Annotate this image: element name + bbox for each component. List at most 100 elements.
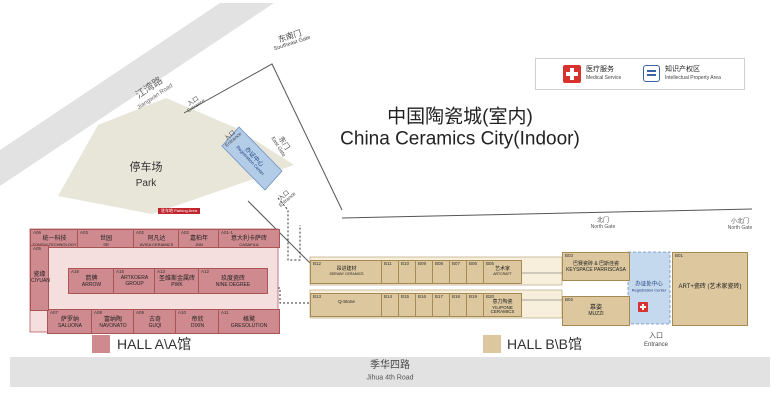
booth-code: B05 <box>486 261 495 266</box>
booth-name-en: NINE DEGREE <box>215 281 251 288</box>
medical-cross-icon <box>563 65 581 83</box>
booth-name-en: KEYSPACE PARRISCASA <box>566 266 626 273</box>
booth-name-zh: 巴赛瓷砖 & 巴斯佳瓷 <box>572 261 620 267</box>
booth-code: B17 <box>435 294 444 299</box>
hall-b-swatch <box>483 335 501 353</box>
small-north-gate-zh: 小北门 <box>730 219 749 225</box>
booth-name-zh: 意力陶瓷 <box>492 299 513 305</box>
booth-name-zh: 萨罗纳 <box>60 317 79 323</box>
booth-name-zh: 昂进建材 <box>336 266 357 272</box>
small-north-gate: 小北门 North Gate <box>728 219 752 231</box>
booth-a05[interactable]: A05 瓷缘 CIYUAN <box>30 245 50 311</box>
booth-code: B09 <box>418 261 427 266</box>
jihua-road-en: Jihua 4th Road <box>366 374 414 382</box>
booth-b15[interactable]: B15 <box>398 293 417 317</box>
booth-b14[interactable]: B14 <box>381 293 400 317</box>
booth-name-en: Q-Stone <box>338 299 355 304</box>
parking-sign: 驻车地 Parking Area <box>157 208 201 214</box>
jiangwan-road <box>0 3 274 186</box>
parking-lot <box>58 98 294 214</box>
booth-code: B08 <box>435 261 444 266</box>
booth-b08[interactable]: B08 <box>432 260 451 284</box>
booth-code: A02 <box>181 230 190 235</box>
registration-b <box>627 251 671 325</box>
booth-code: A05 <box>33 246 42 251</box>
jihua-road-zh: 季华四路 <box>370 360 410 371</box>
booth-code: B20 <box>486 294 495 299</box>
booth-name-en: NAVONATO <box>99 322 127 329</box>
booth-code: A03 <box>80 230 89 235</box>
north-gate: 北门 North Gate <box>591 218 615 230</box>
booth-code: A08 <box>94 310 103 315</box>
booth-b01[interactable]: B01 ART+瓷砖 (艺术家瓷砖) <box>672 252 748 326</box>
booth-code: B18 <box>452 294 461 299</box>
booth-name-en: AVISA CERAMICS <box>139 241 174 247</box>
booth-name-en: ARROW <box>81 281 102 288</box>
booth-name-en: CASAFILA <box>239 241 259 247</box>
booth-name-zh: 箭牌 <box>85 276 98 282</box>
booth-name-en: MUZZI <box>588 310 604 317</box>
entrance-bottom-zh: 入口 <box>649 332 663 340</box>
booth-name-zh: ART+瓷砖 (艺术家瓷砖) <box>678 284 742 290</box>
booth-name-en: YILIPONE CERAMICS <box>490 304 515 315</box>
booth-name-zh: 艺术家 <box>494 266 510 272</box>
booth-code: A01-1 <box>221 230 234 235</box>
entrance-bottom-en: Entrance <box>643 342 669 348</box>
booth-b10[interactable]: B10 <box>398 260 417 284</box>
booth-name-en: GUQI <box>148 322 162 329</box>
booth-name-zh: 古奇 <box>148 317 161 323</box>
hall-a-swatch <box>92 335 110 353</box>
medical-cross-icon <box>638 302 648 312</box>
booth-code: B07 <box>452 261 461 266</box>
booth-name-zh: 格鹫 <box>242 317 255 323</box>
booth-b03[interactable]: B03 巴赛瓷砖 & 巴斯佳瓷 KEYSPACE PARRISCASA <box>562 252 630 281</box>
booth-name-en: PWK <box>171 281 183 288</box>
booth-b17[interactable]: B17 <box>432 293 451 317</box>
registration-b-label: 办证处中心 Registration Center <box>632 282 666 292</box>
booth-name-zh: 瓷缘 <box>33 272 46 278</box>
registration-center <box>221 126 283 191</box>
registration-b-en: Registration Center <box>631 286 667 292</box>
booth-name-en: DIXIN <box>190 322 205 329</box>
hall-b-label: HALL B\B馆 <box>507 336 582 352</box>
map-title-en: China Ceramics City(Indoor) <box>340 128 580 150</box>
north-gate-zh: 北门 <box>596 218 609 224</box>
document-icon <box>643 65 660 82</box>
booth-code: A11 <box>221 310 229 315</box>
booth-name-en: ARTKOERA GROUP <box>120 275 149 287</box>
booth-name-zh: 富纳陶 <box>103 317 122 323</box>
booth-code: A02 <box>136 230 145 235</box>
booth-code: B02 <box>565 297 574 302</box>
booth-code: A07 <box>50 310 59 315</box>
booth-b02[interactable]: B02 慕姿 MUZZI <box>562 296 630 326</box>
map-title-zh: 中国陶瓷城(室内) <box>387 106 533 128</box>
booth-code: B03 <box>565 253 574 258</box>
booth-name-en: JBN <box>195 241 203 247</box>
legend: 医疗服务 Medical Service 知识产权区 Intellectual … <box>535 58 745 90</box>
registration-b-zh: 办证处中心 <box>635 281 663 288</box>
legend-ip-en: Intellectual Property Area <box>665 75 721 81</box>
booth-name-zh: 世园 <box>99 236 112 242</box>
parking-en: Park <box>135 178 157 189</box>
booth-code: B12 <box>313 261 322 266</box>
booth-code: B15 <box>401 294 410 299</box>
booth-b11[interactable]: B11 <box>381 260 400 284</box>
